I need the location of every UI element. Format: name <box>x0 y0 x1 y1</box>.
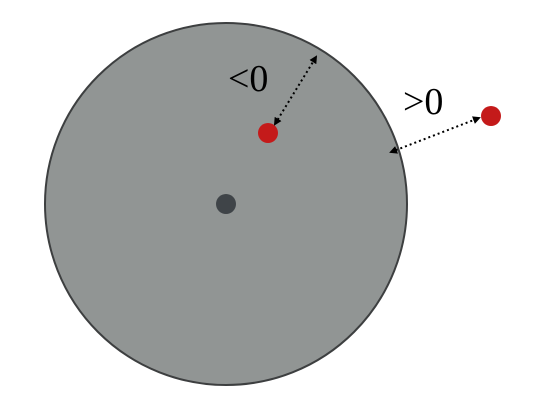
outside-sample-point <box>481 106 501 126</box>
positive-distance-label: >0 <box>403 81 443 123</box>
inside-sample-point <box>258 123 278 143</box>
inside-distance-arrow <box>273 55 318 126</box>
outside-distance-arrow <box>389 116 481 154</box>
negative-distance-label: <0 <box>228 58 268 100</box>
circle-center-point <box>216 194 236 214</box>
